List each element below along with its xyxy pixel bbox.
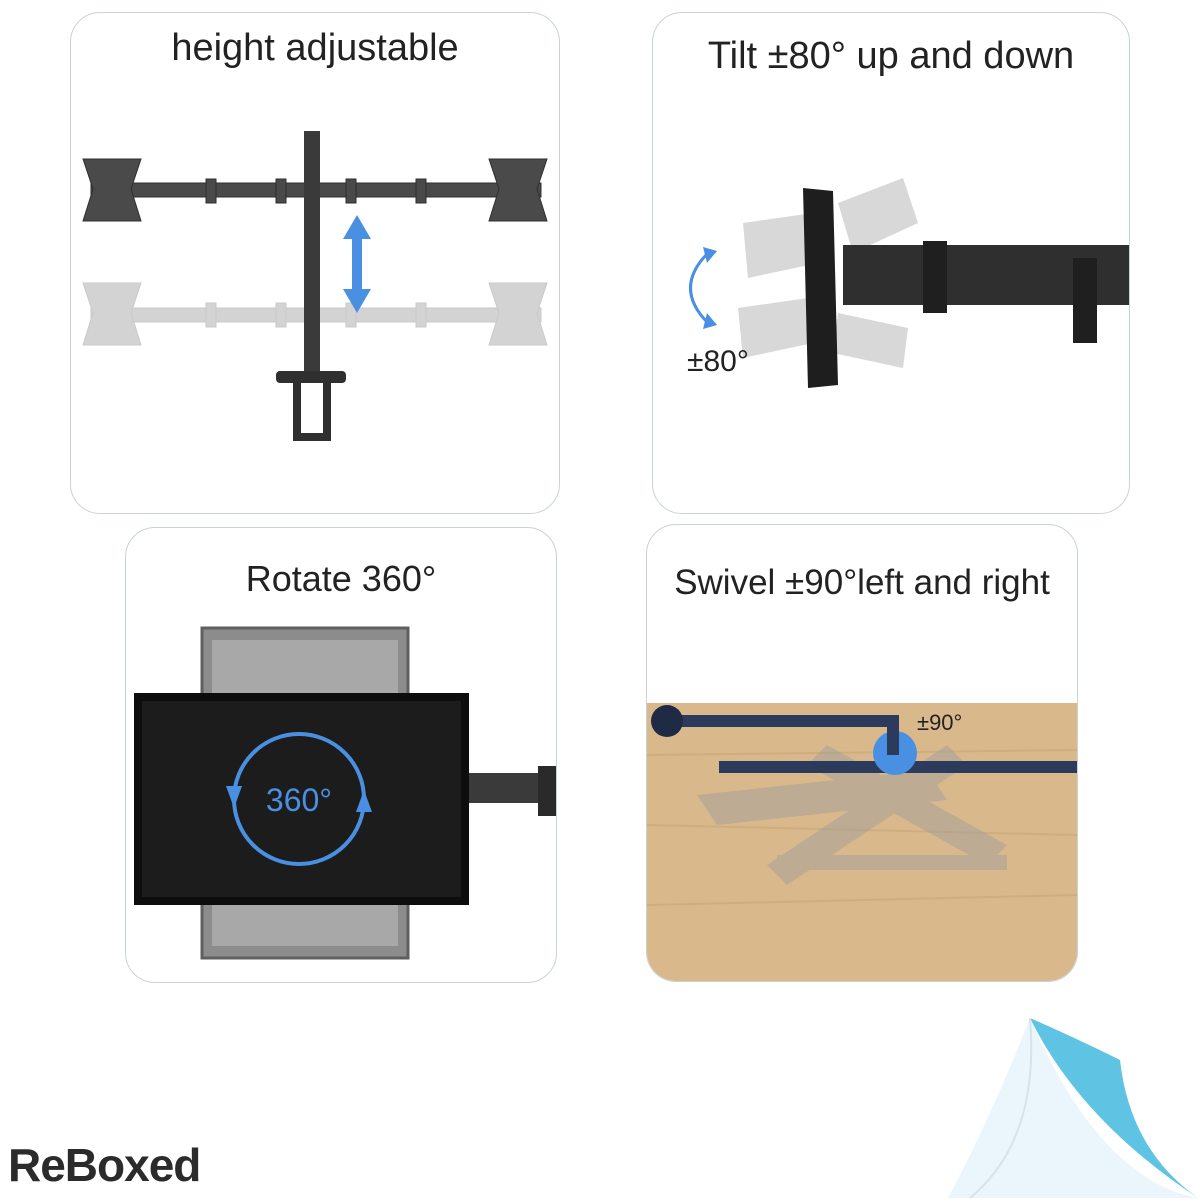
panel-tilt: Tilt ±80° up and down ±80°: [652, 12, 1130, 514]
panel-title-tilt: Tilt ±80° up and down: [707, 35, 1075, 77]
reboxed-logo: ReBoxed: [8, 1139, 201, 1191]
tilt-bracket-illustration: ±80°: [687, 178, 1129, 388]
tilt-angle-label: ±80°: [687, 345, 749, 378]
panel-rotate: Rotate 360° 360°: [125, 527, 557, 983]
dual-monitor-arm-illustration: [82, 131, 548, 441]
rotating-monitor-illustration: 360°: [134, 626, 556, 960]
panel-title-height: height adjustable: [171, 27, 459, 69]
swivel-monitor-illustration: ±90°: [647, 703, 1077, 981]
rotate-angle-label: 360°: [266, 782, 332, 818]
page-curl-decoration: [948, 1017, 1198, 1199]
panel-title-swivel: Swivel ±90°left and right: [674, 563, 1050, 602]
panel-swivel: Swivel ±90°left and right ±90°: [646, 524, 1078, 982]
panel-height-adjustable: height adjustable: [70, 12, 560, 514]
swivel-angle-label: ±90°: [917, 710, 962, 735]
panel-title-rotate: Rotate 360°: [245, 558, 437, 599]
